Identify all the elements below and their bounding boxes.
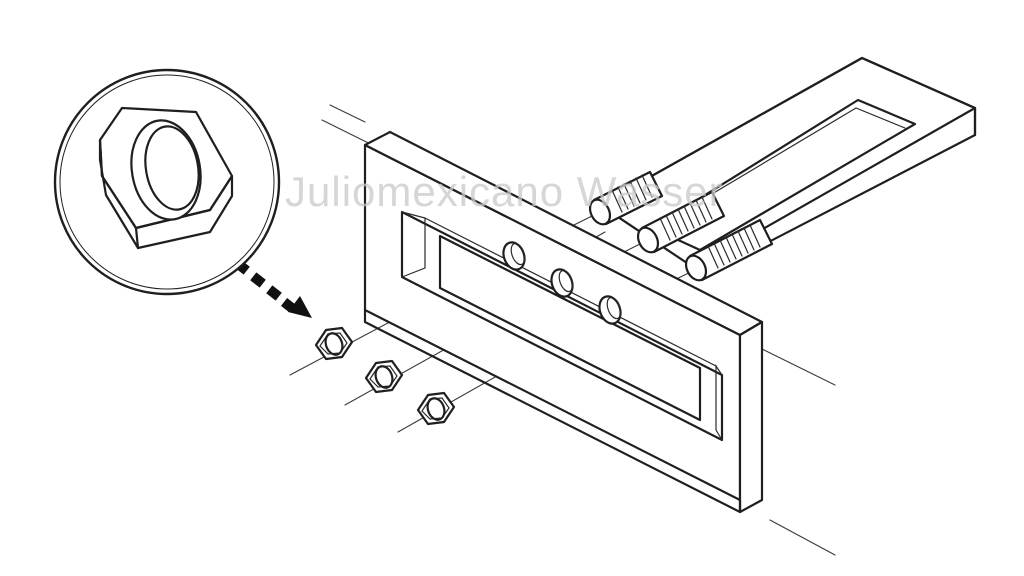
threaded-end-1 [588,170,664,226]
hex-nut-2 [364,359,404,394]
nut-detail-callout [53,68,281,296]
threaded-end-3 [684,218,774,282]
hex-nut-3 [416,391,456,426]
hex-nut-1 [314,326,354,361]
bracket-plate [363,130,764,514]
threaded-end-2 [636,190,726,254]
callout-arrow [234,259,312,318]
